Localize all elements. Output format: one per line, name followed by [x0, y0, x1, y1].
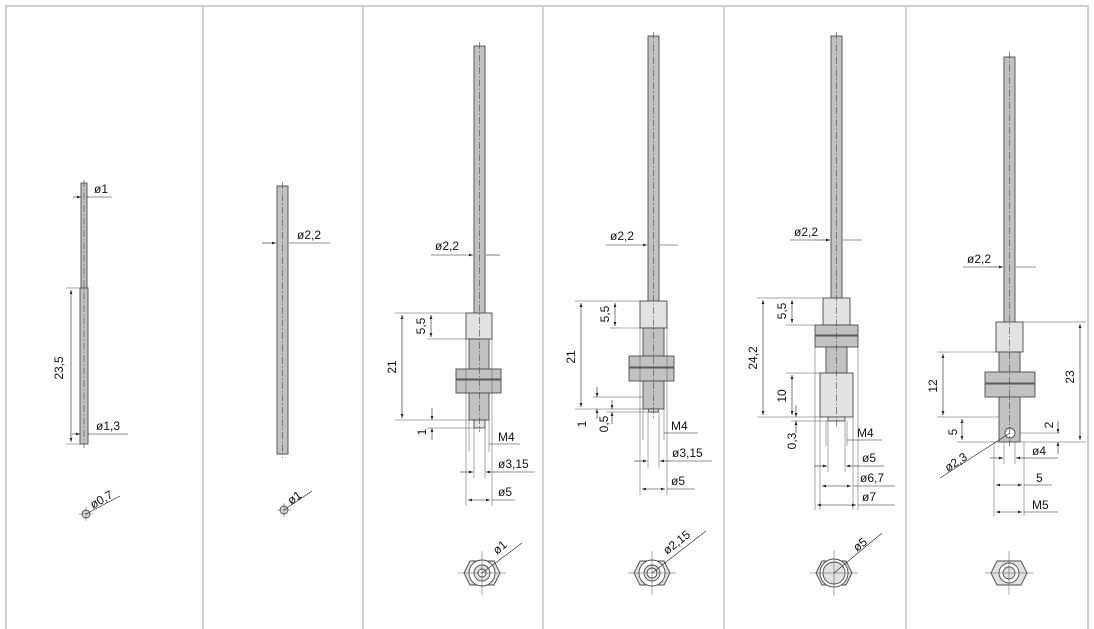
- label-dia-c: ø7: [862, 490, 876, 504]
- panel-3-m4-probe-drawing: ø2,2 5,5 21 1 M4 ø3,15 ø5: [385, 42, 535, 595]
- label-thread: M4: [857, 426, 874, 440]
- label-dia-a: ø5: [862, 451, 876, 465]
- label-dia-body: ø1,3: [96, 419, 120, 433]
- panel-5-m4-probe-drawing: ø2,2 5,5 24,2 10 0,3 M4 ø5 ø6,7: [746, 32, 895, 596]
- end-view-leader: [85, 495, 121, 515]
- label-width: 5: [1036, 471, 1043, 485]
- label-dia-nut: ø5: [498, 485, 512, 499]
- label-len-body: 10: [775, 389, 789, 403]
- label-dia: ø2,2: [297, 228, 321, 242]
- label-len-a: 1: [575, 420, 589, 427]
- label-len-total: 21: [385, 360, 399, 374]
- nut-part: [455, 368, 502, 380]
- label-dia-fiber: ø2,2: [435, 239, 459, 253]
- label-len-total: 24,2: [746, 346, 760, 370]
- nut-part: [984, 371, 1036, 384]
- nut-part: [628, 355, 675, 368]
- thread-part: [468, 392, 490, 421]
- end-view-leader: [651, 530, 707, 574]
- label-len-off: 2: [1042, 421, 1056, 428]
- ferrule-part: [465, 312, 493, 340]
- label-len-b: 0,5: [597, 415, 611, 432]
- label-dia-nut: ø5: [671, 474, 685, 488]
- thread-part: [468, 338, 490, 370]
- label-len-top: 5,5: [775, 302, 789, 319]
- label-dia-tip: ø3,15: [672, 446, 703, 460]
- end-view-hex-nut: [985, 551, 1033, 595]
- label-dia-fiber: ø2,2: [610, 229, 634, 243]
- drawing-frame: [5, 5, 1089, 629]
- label-len-top: 5,5: [414, 317, 428, 334]
- label-thread: M4: [498, 430, 515, 444]
- label-dia-fiber: ø2,2: [794, 225, 818, 239]
- label-len-total: 23: [1063, 370, 1077, 384]
- label-thread: M5: [1032, 498, 1049, 512]
- end-view-leader: [481, 542, 523, 574]
- hole-leader: [939, 432, 1011, 479]
- label-dia-tip: ø3,15: [498, 457, 529, 471]
- label-len-tip: 0,3: [785, 432, 799, 449]
- label-dia-tip: ø4: [1032, 444, 1046, 458]
- panel-6-m5-probe-drawing: ø2,2 23 12 5 2 ø2,3 ø4 5 M5: [926, 52, 1086, 595]
- nut-part: [984, 383, 1036, 398]
- nut-part: [455, 379, 502, 394]
- end-view-leader: [283, 490, 313, 511]
- label-len-total: 21: [564, 350, 578, 364]
- label-thread: M4: [671, 419, 688, 433]
- label-len-top: 5,5: [598, 305, 612, 322]
- label-len-nut: 12: [926, 379, 940, 393]
- end-view-leader: [833, 532, 883, 574]
- label-length: 23,5: [52, 356, 66, 380]
- label-dia-b: ø6,7: [860, 471, 884, 485]
- label-len-hole: 5: [946, 428, 960, 435]
- label-len-tip: 1: [415, 428, 429, 435]
- label-dia-tip: ø1: [94, 182, 108, 196]
- label-dia-fiber: ø2,2: [967, 252, 991, 266]
- panel-2-plain-fiber-drawing: ø2,2 ø1: [262, 182, 330, 517]
- end-view-lens: ø5: [810, 532, 883, 596]
